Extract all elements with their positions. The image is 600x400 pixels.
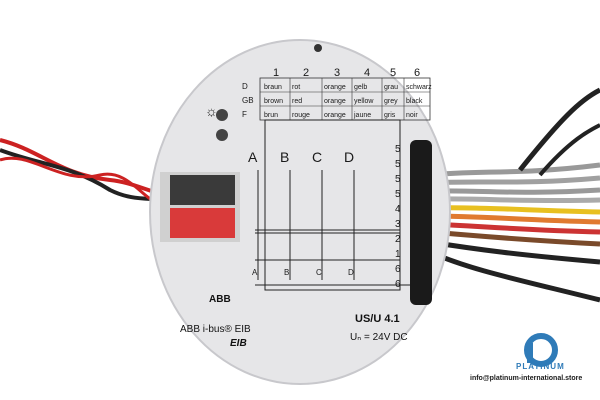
channel-label: C (312, 149, 322, 165)
table-cell: jaune (353, 112, 371, 119)
channel-label: A (248, 149, 258, 165)
table-cell: brun (264, 112, 278, 119)
table-cell: orange (324, 98, 346, 105)
terminal-number: 3 (395, 219, 401, 230)
table-cell: grau (384, 84, 398, 91)
watermark-email: info@platinum-international.store (470, 375, 583, 382)
terminal-number: 5 (395, 159, 401, 170)
led-hole (314, 44, 322, 52)
row-language: GB (242, 96, 254, 105)
terminal-number: 6 (395, 279, 401, 290)
table-cell: black (406, 98, 423, 105)
terminal-number: 5 (395, 144, 401, 155)
right-wires (428, 87, 600, 303)
row-language: D (242, 82, 248, 91)
table-cell: gris (384, 112, 396, 119)
terminal-number: 5 (395, 174, 401, 185)
model-label: US/U 4.1 (355, 313, 400, 325)
table-cell: red (292, 98, 302, 105)
table-cell: schwarz (406, 84, 432, 91)
abb-logo: ABB (209, 294, 231, 305)
left-wires (0, 138, 166, 207)
channel-label: D (344, 149, 354, 165)
channel-label: B (280, 149, 289, 165)
table-cell: orange (324, 112, 346, 119)
table-cell: rot (292, 84, 300, 91)
bus-connector (160, 172, 240, 242)
voltage-label: Uₙ = 24V DC (350, 332, 408, 343)
table-cell: braun (264, 84, 282, 91)
led-symbol: B (284, 268, 289, 277)
bus-label: ABB i-bus® EIB (180, 324, 251, 335)
terminal-number: 2 (395, 234, 401, 245)
table-cell: rouge (292, 112, 310, 119)
column-number: 5 (390, 67, 396, 79)
potentiometer[interactable] (216, 129, 228, 141)
eib-logo: EIB (230, 338, 247, 349)
led-symbol: C (316, 268, 322, 277)
table-cell: gelb (354, 84, 367, 91)
platinum-logo (524, 333, 558, 367)
potentiometer[interactable] (216, 109, 228, 121)
terminal-number: 1 (395, 249, 401, 260)
table-cell: brown (264, 98, 283, 105)
column-number: 3 (334, 67, 340, 79)
terminal-number: 5 (395, 189, 401, 200)
terminal-number: 4 (395, 204, 401, 215)
table-cell: yellow (354, 98, 374, 105)
table-cell: orange (324, 84, 346, 91)
column-number: 2 (303, 67, 309, 79)
column-number: 4 (364, 67, 370, 79)
column-number: 1 (273, 67, 279, 79)
terminal-number: 6 (395, 264, 401, 275)
watermark-name: PLATINUM (516, 362, 565, 371)
housing (149, 39, 451, 385)
table-cell: noir (406, 112, 418, 119)
table-cell: grey (384, 98, 398, 105)
row-language: F (242, 110, 247, 119)
column-number: 6 (414, 67, 420, 79)
led-symbol: D (348, 268, 354, 277)
led-symbol: A (252, 268, 258, 277)
sun-icon: ☼ (205, 103, 218, 119)
schematic (255, 119, 415, 291)
wire-exit-slot (410, 140, 432, 305)
